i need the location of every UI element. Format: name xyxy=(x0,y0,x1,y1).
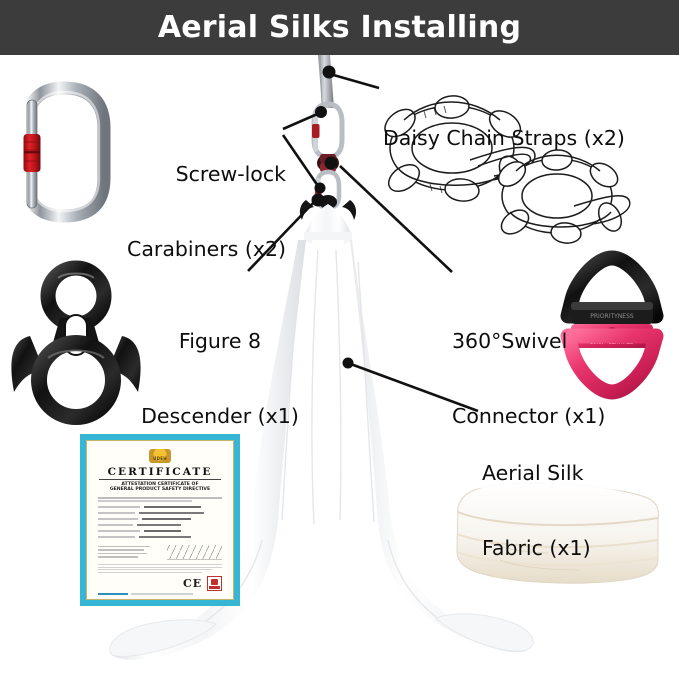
header-banner: Aerial Silks Installing xyxy=(0,0,679,55)
callout-line-2: Fabric (x1) xyxy=(482,536,591,560)
certificate-seal-label: UDEH xyxy=(153,456,167,462)
callout-daisy-chain-straps: Daisy Chain Straps (x2) xyxy=(383,76,673,201)
callout-line-1: Aerial Silk xyxy=(482,461,584,485)
callout-line-1: Screw-lock xyxy=(175,162,286,186)
callout-line-2: Carabiners (x2) xyxy=(127,237,286,261)
udeh-logo xyxy=(207,576,223,591)
leader-carabiner-upper xyxy=(282,110,323,131)
leader-dot-daisy-chain xyxy=(322,65,336,79)
certificate-title: CERTIFICATE xyxy=(107,466,213,479)
certificate-body: CE xyxy=(97,496,223,595)
rigging-assembly xyxy=(299,54,357,220)
leader-dot-figure-8 xyxy=(311,193,325,207)
callout-screw-lock-carabiners: Screw-lock Carabiners (x2) xyxy=(108,112,286,312)
leader-dot-silk xyxy=(342,357,354,369)
callout-line-1: 360°Swivel xyxy=(452,329,568,353)
certificate-document: UDEH CERTIFICATE ATTESTATION CERTIFICATE… xyxy=(80,434,240,606)
ce-mark: CE xyxy=(182,577,203,590)
leader-carabiner-lower xyxy=(281,134,320,187)
leader-dot-carabiner-upper xyxy=(315,106,327,118)
callout-swivel-connector: 360°Swivel Connector (x1) xyxy=(452,279,662,479)
leader-dot-swivel xyxy=(324,156,338,170)
callout-line-1: Daisy Chain Straps (x2) xyxy=(383,126,625,150)
certificate-subtitle-2: GENERAL PRODUCT SAFETY DIRECTIVE xyxy=(109,486,211,492)
callout-line-2: Connector (x1) xyxy=(452,404,606,428)
certificate-signature xyxy=(167,545,223,561)
callout-line-2: Descender (x1) xyxy=(141,404,299,428)
callout-figure-8-descender: Figure 8 Descender (x1) xyxy=(120,279,320,479)
carabiner-illustration xyxy=(19,81,111,223)
callout-aerial-silk-fabric: Aerial Silk Fabric (x1) xyxy=(482,411,672,611)
callout-line-1: Figure 8 xyxy=(178,329,262,353)
leader-daisy-chain xyxy=(329,72,380,90)
page-title: Aerial Silks Installing xyxy=(157,9,522,45)
leader-dot-carabiner-lower xyxy=(314,182,326,194)
certificate-subtitle-1: ATTESTATION CERTIFICATE OF xyxy=(121,481,199,487)
certificate-seal: UDEH xyxy=(149,449,171,464)
